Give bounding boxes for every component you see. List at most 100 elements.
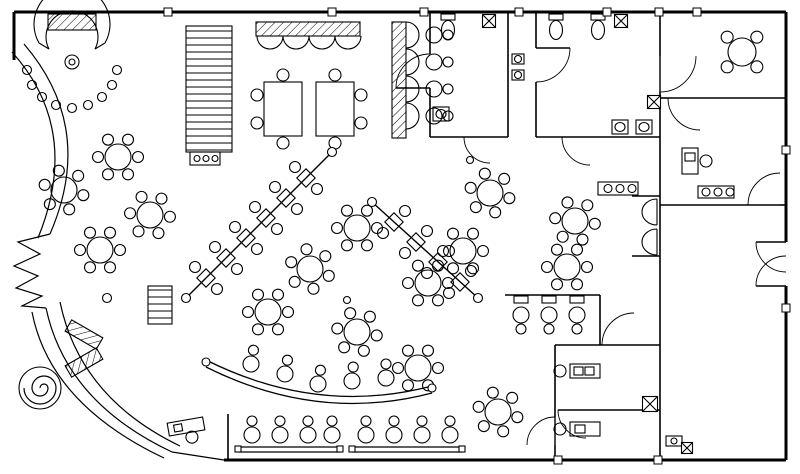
column-tick	[419, 7, 429, 17]
chair	[228, 220, 242, 234]
chair	[401, 379, 415, 392]
decorative-circle	[68, 58, 76, 66]
railing-post	[180, 292, 192, 304]
sink	[635, 119, 653, 135]
counter-item	[713, 187, 723, 197]
desk-item	[172, 423, 184, 433]
bar-stool	[36, 91, 48, 103]
bar-counter	[33, 0, 111, 44]
chair	[210, 282, 224, 296]
chair	[121, 133, 135, 146]
decorative-circle	[18, 366, 62, 410]
chair	[331, 322, 344, 335]
counter-item	[627, 183, 637, 194]
desk	[681, 147, 699, 175]
chair	[442, 110, 454, 122]
chair	[421, 344, 435, 357]
round-table-6	[449, 237, 477, 265]
column-tick	[163, 7, 173, 17]
counter-item	[193, 154, 201, 163]
toilet-bowl	[548, 19, 564, 41]
washbasin	[511, 69, 525, 81]
booth-seat-scallop	[405, 21, 420, 49]
bar-counter	[94, 42, 106, 50]
chair	[246, 415, 258, 427]
chair	[464, 264, 478, 278]
bench-cap	[458, 445, 466, 453]
desk-group	[553, 363, 601, 379]
chair	[398, 246, 412, 260]
door-swing-arc	[535, 47, 571, 83]
lounge-seat	[641, 228, 658, 256]
desk	[166, 416, 206, 437]
sink-basin	[614, 121, 626, 133]
chair	[472, 400, 485, 413]
column-tick	[327, 7, 337, 17]
door-swing-arc	[747, 172, 781, 206]
round-table-6	[553, 253, 581, 281]
booth-seat-scallop	[405, 102, 420, 130]
bench-stub	[541, 295, 557, 304]
counter-item	[603, 183, 613, 194]
chair	[503, 192, 516, 205]
chair	[550, 278, 564, 291]
chair	[469, 201, 482, 214]
door-swing-arc	[561, 136, 591, 166]
chair	[370, 329, 383, 342]
chair	[288, 275, 301, 288]
banquette-bench	[185, 25, 233, 153]
desk	[569, 363, 601, 379]
door-swing-arc	[659, 55, 697, 93]
chair	[185, 430, 199, 444]
decorative-wall-curve	[45, 307, 173, 453]
round-table-2	[276, 365, 294, 383]
chair	[285, 256, 298, 269]
counter-item	[615, 183, 625, 194]
decorative-wall-curve	[59, 301, 181, 447]
chair	[360, 239, 374, 252]
booth-seat-scallop	[282, 35, 310, 50]
shaft-hatch	[482, 14, 496, 28]
round-table-2	[568, 306, 586, 324]
chair	[511, 411, 524, 424]
chair	[588, 217, 601, 230]
chair	[391, 361, 405, 375]
chair	[556, 230, 569, 243]
chair	[281, 305, 295, 319]
decorative-circle	[64, 54, 80, 70]
chair	[442, 83, 454, 95]
bench-stub	[513, 295, 529, 304]
chair	[477, 420, 490, 433]
chair	[549, 212, 562, 225]
counter	[189, 151, 221, 166]
round-table-2	[299, 426, 317, 444]
railing-post	[201, 357, 211, 367]
chair	[276, 68, 290, 82]
chair	[208, 240, 222, 254]
decorative-wall-curve	[11, 51, 56, 239]
chair	[340, 239, 354, 252]
chair	[314, 364, 326, 376]
toilet-bowl	[440, 19, 456, 41]
desk-group	[166, 416, 206, 444]
round-table-2	[242, 355, 260, 373]
column-tick	[781, 303, 791, 313]
chair	[250, 242, 264, 256]
railing-post	[366, 196, 378, 208]
door-swing-arc	[526, 416, 556, 446]
bar-stool	[111, 64, 123, 76]
chair	[360, 204, 374, 217]
round-table-2	[357, 426, 375, 444]
chair	[271, 288, 285, 301]
counter-item	[202, 154, 210, 163]
chair	[290, 202, 304, 216]
curved-banquette	[205, 366, 433, 405]
bar-stool	[26, 79, 38, 91]
chair	[322, 269, 335, 282]
desk	[569, 421, 601, 437]
bar-stool	[66, 102, 78, 114]
bench-stub	[569, 295, 585, 304]
chair	[466, 262, 480, 275]
chair	[288, 160, 302, 174]
curved-banquette	[205, 359, 433, 398]
